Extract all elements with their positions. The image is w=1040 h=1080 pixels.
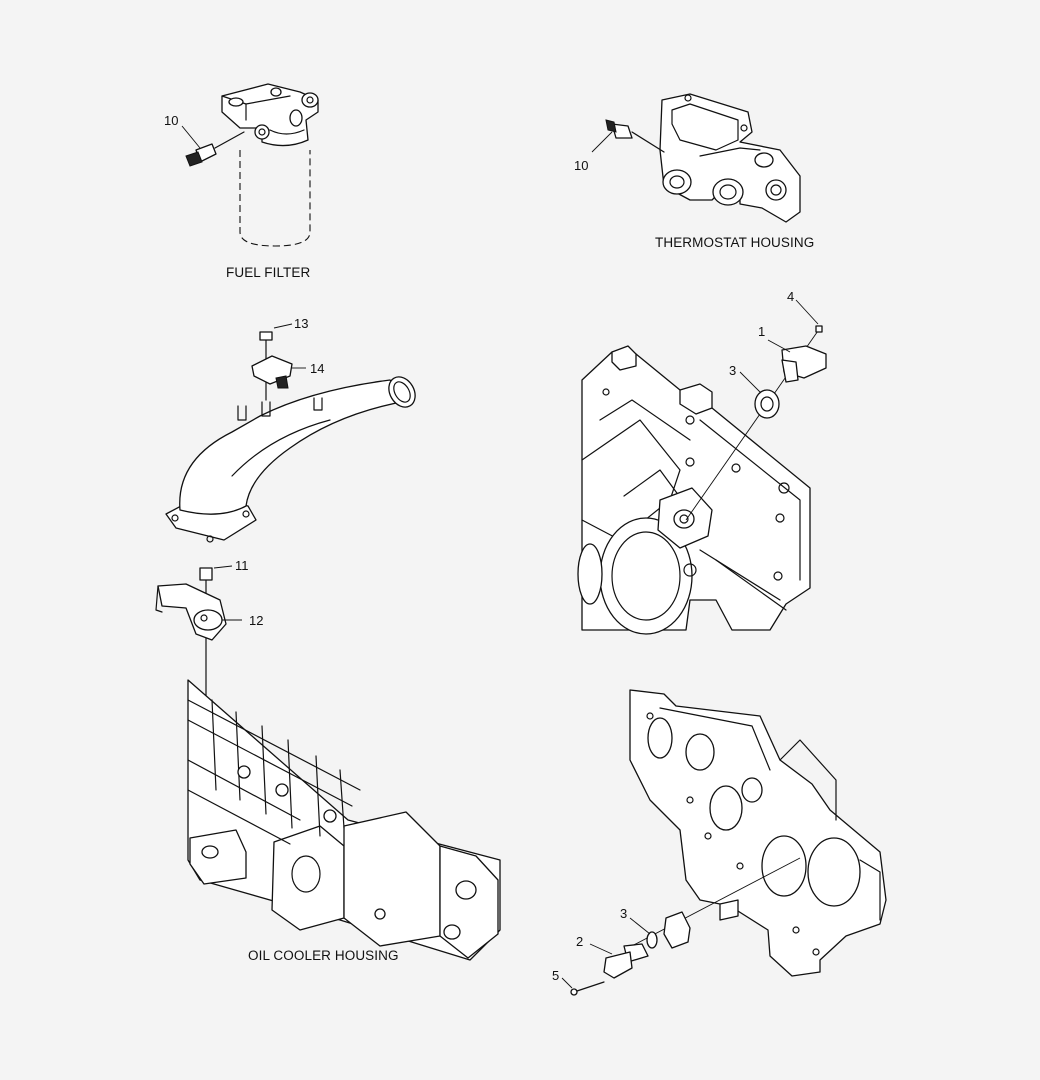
front-gear-housing — [577, 345, 811, 635]
callout-oil-bolt: 11 — [235, 558, 249, 573]
oil-sensor-assembly — [155, 565, 242, 857]
thermostat-housing-caption: THERMOSTAT HOUSING — [655, 235, 815, 250]
thermostat-housing-assembly — [659, 93, 801, 223]
fuel-filter-sensor — [181, 125, 245, 167]
callout-front-bolt: 4 — [787, 289, 795, 304]
intake-sensor — [251, 323, 306, 401]
front-sensor-group — [685, 299, 827, 521]
fuel-filter-caption: FUEL FILTER — [226, 265, 311, 280]
callout-thermostat-sensor: 10 — [574, 158, 589, 173]
intake-elbow-assembly — [165, 376, 416, 543]
fuel-filter-assembly — [221, 83, 319, 247]
oil-cooler-housing — [187, 679, 501, 961]
callout-rear-bolt: 5 — [552, 968, 560, 983]
callout-intake-sensor: 14 — [310, 361, 325, 376]
callout-fuel-filter-sensor: 10 — [164, 113, 179, 128]
callout-rear-oring: 3 — [620, 906, 628, 921]
callout-front-sensor: 1 — [758, 324, 766, 339]
callout-intake-bolt: 13 — [294, 316, 309, 331]
callout-oil-sensor: 12 — [249, 613, 264, 628]
oil-cooler-housing-caption: OIL COOLER HOUSING — [248, 948, 399, 963]
callout-front-oring: 3 — [729, 363, 737, 378]
rear-sensor-group — [561, 857, 801, 996]
callout-rear-sensor: 2 — [576, 934, 584, 949]
thermostat-sensor — [591, 119, 665, 153]
